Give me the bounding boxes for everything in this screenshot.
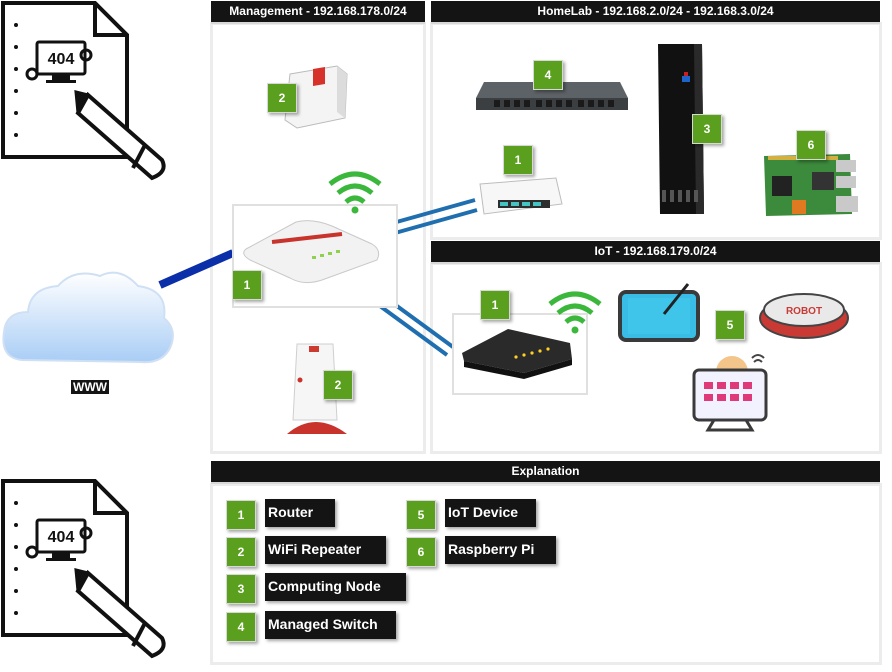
wifi-repeater-icon — [287, 343, 347, 434]
tablet-icon — [618, 283, 700, 342]
legend-label-managed-switch: Managed Switch — [265, 611, 396, 639]
document-404-pencil-icon: 404 — [1, 1, 166, 181]
router-icon — [479, 177, 563, 215]
badge-mgmt-repeater-top: 2 — [267, 83, 297, 113]
legend-label-iot-device: IoT Device — [445, 499, 536, 527]
legend-badge: 5 — [406, 500, 436, 530]
screen-404-text: 404 — [48, 51, 75, 68]
computing-node-icon — [658, 44, 704, 214]
badge-homelab-router: 1 — [503, 145, 533, 175]
homelab-header: HomeLab - 192.168.2.0/24 - 192.168.3.0/2… — [431, 1, 880, 24]
badge-homelab-compute: 3 — [692, 114, 722, 144]
legend-label-wifi-repeater: WiFi Repeater — [265, 536, 386, 564]
robot-label: ROBOT — [786, 306, 822, 317]
badge-iot-router: 1 — [480, 290, 510, 320]
document-404-pencil-icon: 404 — [1, 479, 166, 659]
legend-badge: 3 — [226, 574, 256, 604]
legend-badge: 1 — [226, 500, 256, 530]
legend-badge: 4 — [226, 612, 256, 642]
wifi-icon — [548, 291, 602, 334]
badge-homelab-switch: 4 — [533, 60, 563, 90]
badge-homelab-pi: 6 — [796, 130, 826, 160]
legend-label-raspberry-pi: Raspberry Pi — [445, 536, 556, 564]
explanation-header: Explanation — [211, 461, 880, 484]
legend-badge: 2 — [226, 537, 256, 567]
raspberry-pi-icon — [764, 154, 858, 216]
badge-iot-device: 5 — [715, 310, 745, 340]
legend-label-router: Router — [265, 499, 335, 527]
managed-switch-icon — [476, 82, 628, 110]
smart-display-icon — [692, 354, 768, 432]
cloud-icon — [2, 271, 174, 364]
robot-vacuum-icon: ROBOT — [759, 293, 849, 339]
wifi-repeater-icon — [284, 65, 348, 129]
management-header: Management - 192.168.178.0/24 — [211, 1, 425, 24]
screen-404-text: 404 — [48, 529, 75, 546]
legend-badge: 6 — [406, 537, 436, 567]
cloud-label: WWW — [71, 380, 109, 394]
badge-mgmt-repeater-bottom: 2 — [323, 370, 353, 400]
wifi-icon — [328, 171, 382, 214]
badge-mgmt-router: 1 — [232, 270, 262, 300]
legend-label-computing-node: Computing Node — [265, 573, 406, 601]
router-icon — [232, 204, 398, 308]
iot-header: IoT - 192.168.179.0/24 — [431, 241, 880, 264]
router-icon — [452, 313, 588, 395]
